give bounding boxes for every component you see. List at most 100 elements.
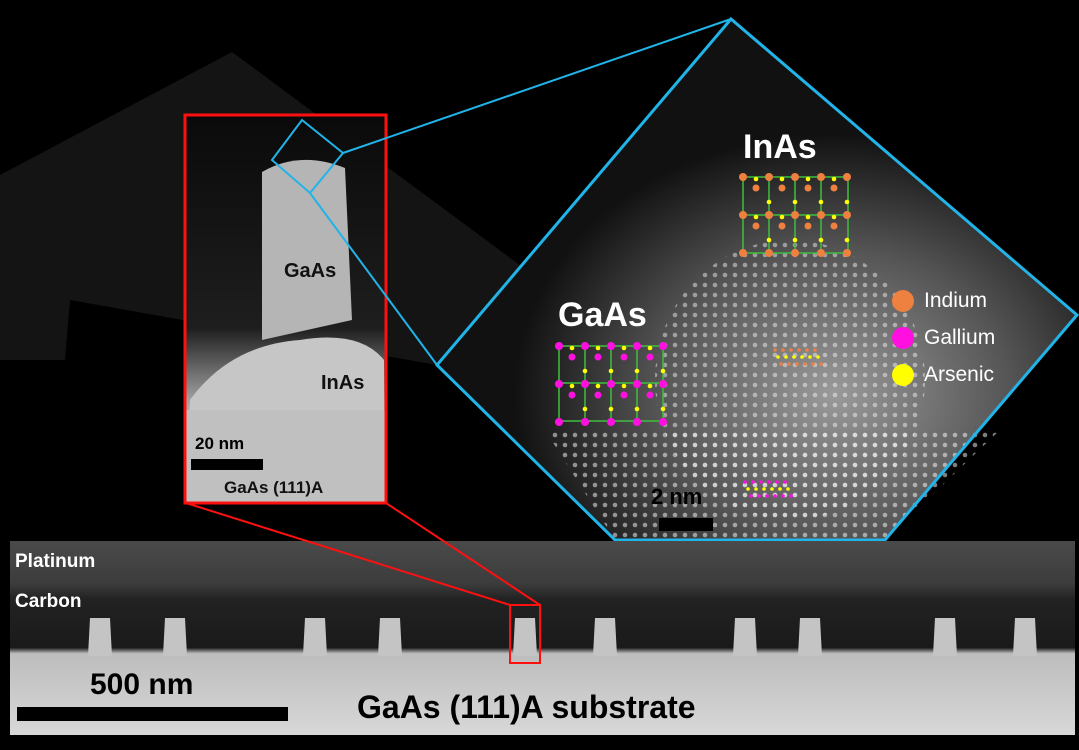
gallium-cation [620,353,628,361]
arsenic-atom [608,368,614,374]
carbon-layer-label: Carbon [15,591,82,612]
indium-cation [830,184,838,192]
inset-inas-label: InAs [321,372,365,394]
indium-cation [843,249,851,257]
hrtem-scale-bar [659,518,713,531]
hrtem-scale-label: 2 nm [651,484,703,509]
nanowire-pillar [1013,618,1037,656]
overlay-atom [789,348,793,352]
arsenic-atom [569,383,575,389]
overlay-atom [767,480,771,484]
legend-label: Gallium [924,326,996,349]
overlay-atom [795,362,799,366]
gallium-cation [568,391,576,399]
indium-cation [817,211,825,219]
overview-substrate-label: GaAs (111)A substrate [357,689,696,725]
indium-cation [804,184,812,192]
overlay-atom [775,480,779,484]
platinum-layer-label: Platinum [15,551,96,572]
arsenic-atom [608,406,614,412]
arsenic-atom [831,214,837,220]
lattice-overlay-atoms [743,348,823,498]
arsenic-atom [582,368,588,374]
arsenic-atom [818,199,824,205]
overlay-atom [770,487,774,491]
gallium-cation [594,391,602,399]
gallium-cation [633,342,641,350]
arsenic-dot-icon [892,364,914,386]
overlay-atom [749,494,753,498]
arsenic-atom [818,237,824,243]
gallium-cation [607,418,615,426]
arsenic-atom [595,345,601,351]
indium-cation [778,222,786,230]
nanowire-pillar [733,618,757,656]
arsenic-atom [779,214,785,220]
indium-cation [765,211,773,219]
overlay-atom [781,348,785,352]
legend-indium: Indium [892,289,987,313]
gallium-cation [555,342,563,350]
gallium-cation [633,380,641,388]
overview-scale-bar [17,707,288,721]
overlay-atom [746,487,750,491]
overlay-atom [787,362,791,366]
gallium-dot-icon [892,327,914,349]
gallium-cation [659,380,667,388]
indium-cation [817,173,825,181]
overlay-atom [781,494,785,498]
arsenic-atom [621,383,627,389]
overlay-atom [786,487,790,491]
overlay-atom [762,487,766,491]
gaas-atoms [555,342,667,426]
overlay-atom [813,348,817,352]
arsenic-atom [647,383,653,389]
overview-red-zoom-box [509,604,541,664]
arsenic-atom [766,237,772,243]
indium-cation [830,222,838,230]
arsenic-atom [779,176,785,182]
gallium-cation [659,342,667,350]
nanowire-pillar [163,618,187,656]
arsenic-atom [647,345,653,351]
overlay-atom [792,355,796,359]
overlay-atom [751,480,755,484]
indium-cation [739,211,747,219]
inset-nanowire-image [186,116,385,502]
legend-label: Indium [924,289,988,312]
arsenic-atom [831,176,837,182]
gallium-cation [555,380,563,388]
nanowire-pillar [593,618,617,656]
hrtem-inas-label: InAs [743,128,817,166]
legend-gallium: Gallium [892,326,995,350]
gallium-cation [607,380,615,388]
overlay-atom [819,362,823,366]
gallium-cation [646,353,654,361]
indium-cation [765,173,773,181]
arsenic-atom [766,199,772,205]
indium-cation [778,184,786,192]
arsenic-atom [805,214,811,220]
overview-scale-label: 500 nm [90,668,194,701]
arsenic-atom [660,368,666,374]
hrtem-gaas-label: GaAs [558,296,647,334]
arsenic-atom [595,383,601,389]
nanowire-pillar [378,618,402,656]
indium-cation [791,211,799,219]
gallium-cation [594,353,602,361]
hrtem-cyan-frame [434,16,1079,542]
overlay-atom [784,355,788,359]
nanowire-pillar [798,618,822,656]
arsenic-atom [844,199,850,205]
overlay-atom [778,487,782,491]
nanowire-pillar [88,618,112,656]
arsenic-atom [621,345,627,351]
overlay-atom [754,487,758,491]
overlay-atom [757,494,761,498]
inset-red-frame [183,113,388,505]
legend-label: Arsenic [924,363,995,386]
overlay-atom [816,355,820,359]
overlay-atom [773,494,777,498]
